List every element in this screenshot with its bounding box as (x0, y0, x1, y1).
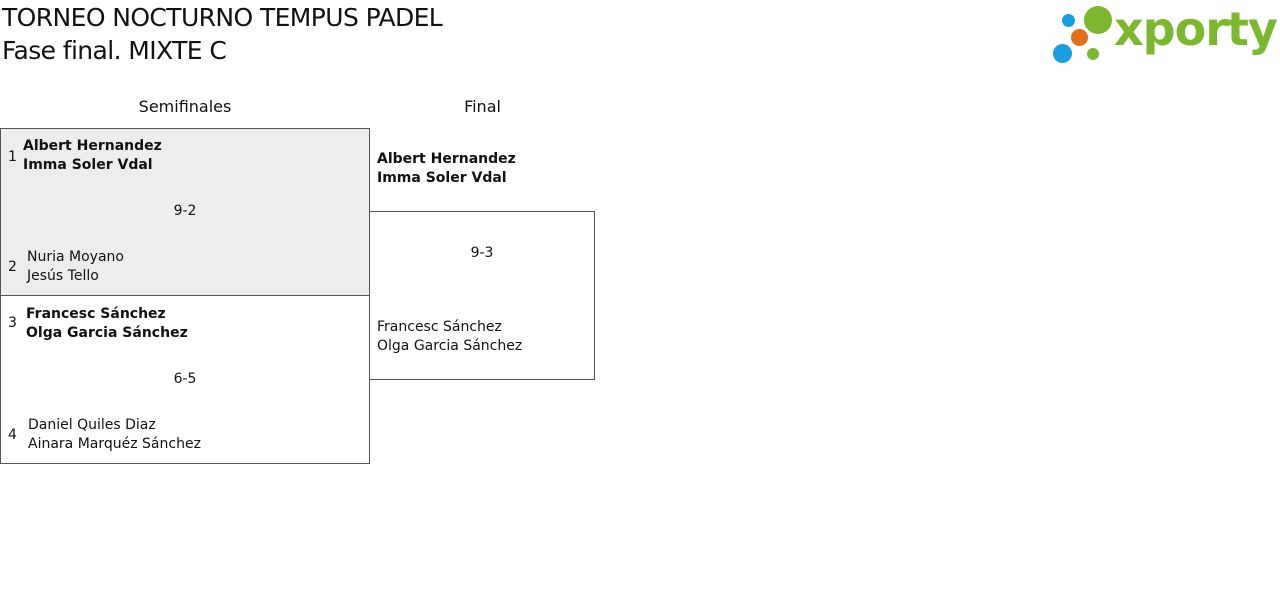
semifinal-match-2[interactable]: 3 Francesc Sánchez Olga Garcia Sánchez 6… (0, 295, 370, 464)
team-seed: 3 (8, 315, 17, 331)
logo-blue-dot-large-icon (1053, 44, 1072, 63)
final-match[interactable]: 9-3 Francesc Sánchez Olga Garcia Sánchez (369, 211, 595, 380)
player-name: Albert Hernandez (377, 151, 516, 167)
round-title-semifinals: Semifinales (138, 97, 232, 116)
player-name: Daniel Quiles Diaz (28, 417, 156, 433)
player-name: Francesc Sánchez (26, 306, 166, 322)
player-name: Jesús Tello (27, 268, 99, 284)
player-name: Ainara Marquéz Sánchez (28, 436, 201, 452)
team-seed: 2 (8, 259, 17, 275)
team-loser: Nuria Moyano Jesús Tello (27, 248, 124, 286)
player-name: Imma Soler Vdal (377, 170, 507, 186)
logo-blue-dot-icon (1062, 14, 1075, 27)
player-name: Albert Hernandez (23, 138, 162, 154)
match-score: 6-5 (173, 371, 197, 387)
player-name: Imma Soler Vdal (23, 157, 153, 173)
player-name: Olga Garcia Sánchez (377, 338, 523, 354)
logo-green-dot-small-icon (1087, 48, 1099, 60)
match-score: 9-2 (173, 203, 197, 219)
final-team-loser: Francesc Sánchez Olga Garcia Sánchez (377, 318, 522, 356)
team-seed: 4 (8, 427, 17, 443)
semifinal-match-1[interactable]: 1 Albert Hernandez Imma Soler Vdal 9-2 2… (0, 128, 370, 296)
page-subtitle: Fase final. MIXTE C (2, 36, 227, 65)
team-seed: 1 (8, 149, 17, 165)
logo-green-dot-icon (1084, 6, 1112, 34)
page-title: TORNEO NOCTURNO TEMPUS PADEL (2, 3, 443, 32)
final-team-winner: Albert Hernandez Imma Soler Vdal (377, 150, 516, 188)
player-name: Nuria Moyano (27, 249, 124, 265)
round-title-final: Final (464, 97, 501, 116)
logo-wordmark: xporty (1114, 2, 1278, 56)
player-name: Francesc Sánchez (377, 319, 502, 335)
player-name: Olga Garcia Sánchez (26, 325, 188, 341)
team-loser: Daniel Quiles Diaz Ainara Marquéz Sánche… (28, 416, 201, 454)
xporty-logo[interactable]: xporty (1050, 2, 1278, 68)
match-score: 9-3 (470, 245, 494, 261)
logo-orange-dot-icon (1071, 29, 1088, 46)
team-winner: Francesc Sánchez Olga Garcia Sánchez (26, 305, 188, 343)
team-winner: Albert Hernandez Imma Soler Vdal (23, 137, 162, 175)
